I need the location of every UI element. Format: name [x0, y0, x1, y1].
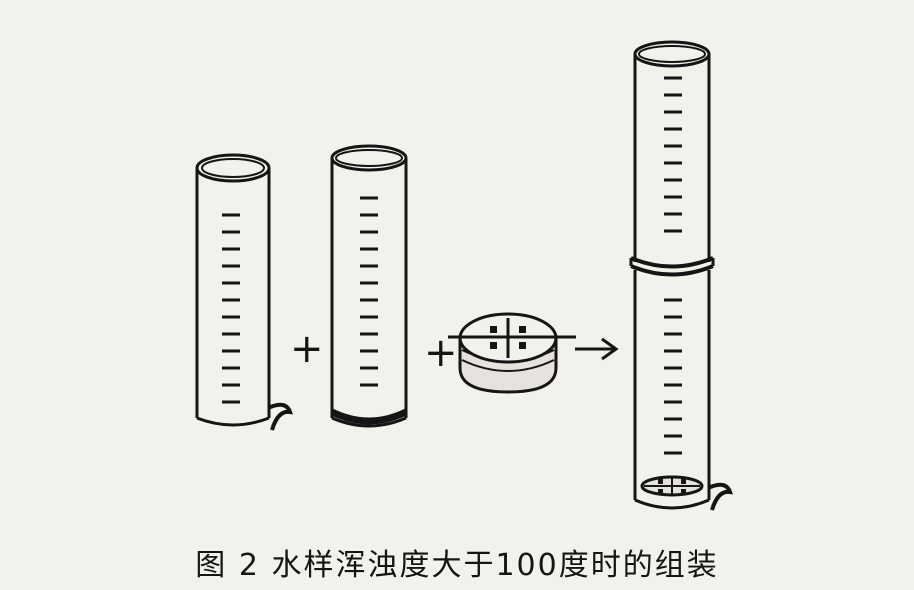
disc-dots — [490, 326, 526, 349]
graduation-marks — [664, 76, 682, 455]
joint-ring — [630, 256, 714, 269]
arrow-right-icon — [575, 337, 619, 361]
inner-disc — [640, 475, 704, 497]
graduation-marks — [222, 213, 240, 404]
graduation-marks — [360, 196, 378, 387]
figure-caption: 图 2 水样浑浊度大于100度时的组装 — [195, 548, 719, 583]
cross-pattern-disc — [448, 312, 576, 394]
assembled-tube — [629, 40, 733, 511]
spout-icon — [707, 482, 733, 511]
graduated-tube-extension — [330, 144, 408, 428]
graduated-tube-with-spout — [195, 153, 293, 431]
plus-sign-1: + — [290, 326, 324, 372]
spout-icon — [267, 402, 293, 431]
